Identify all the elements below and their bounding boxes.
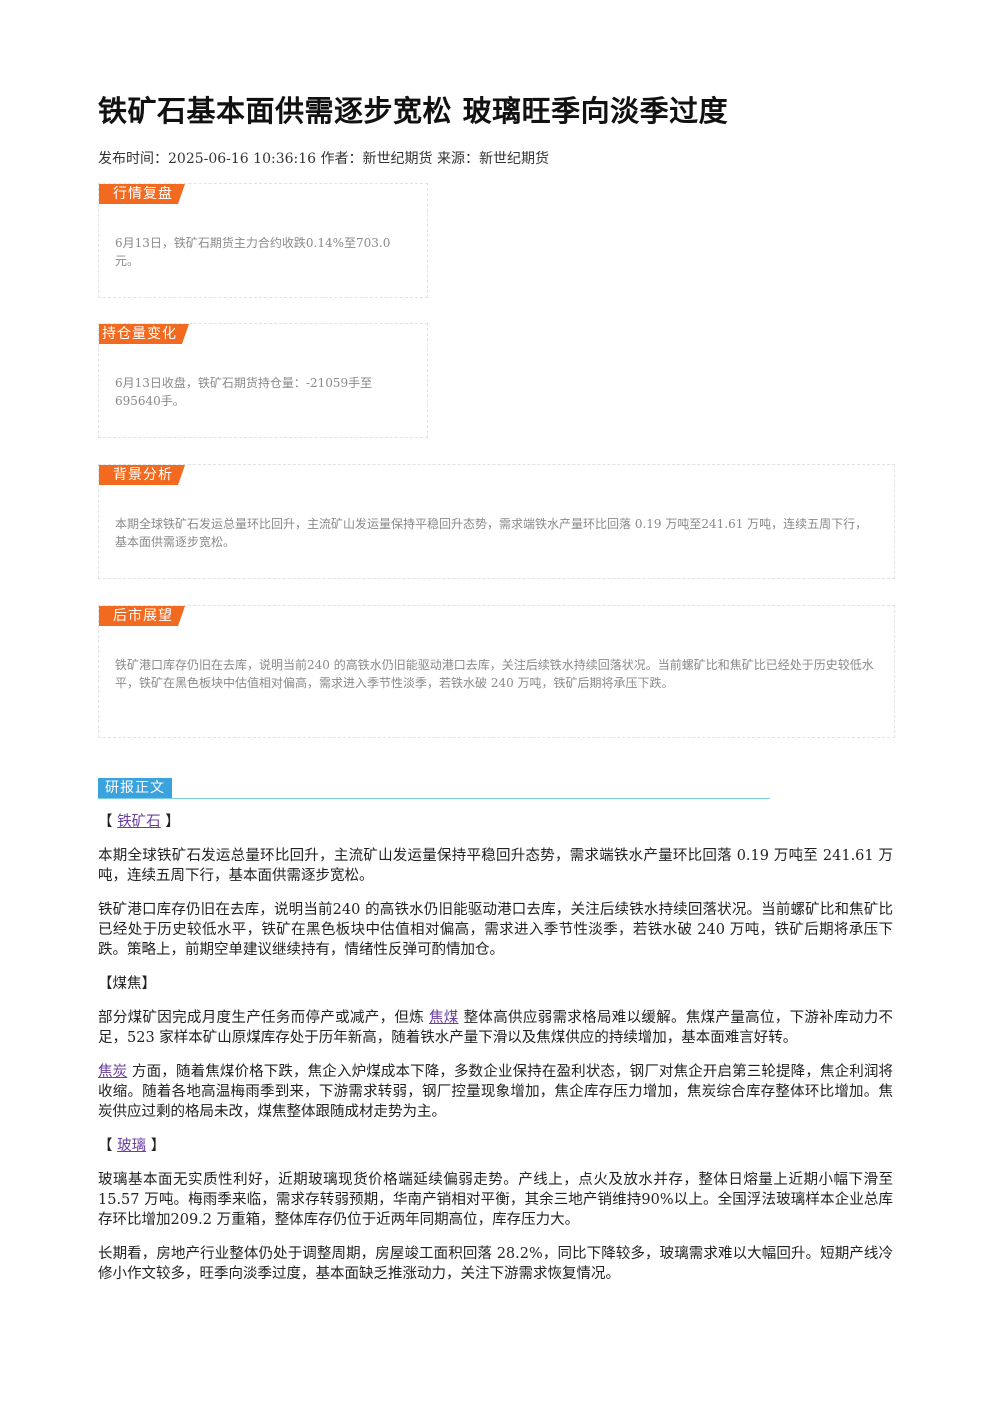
summary-box-open-interest: 持仓量变化 6月13日收盘，铁矿石期货持仓量：-21059手至695640手。 (98, 323, 428, 438)
glass-paragraph-2: 长期看，房地产行业整体仍处于调整周期，房屋竣工面积回落 28.2%，同比下降较多… (98, 1246, 893, 1282)
report-section-label: 研报正文 (98, 778, 172, 798)
bracket-close: 】 (165, 814, 180, 830)
glass-link[interactable]: 玻璃 (117, 1138, 147, 1154)
coking-coal-heading: 【煤焦】 (98, 976, 156, 992)
bracket-close: 】 (150, 1138, 166, 1154)
summary-box-background: 背景分析 本期全球铁矿石发运总量环比回升，主流矿山发运量保持平稳回升态势，需求端… (98, 464, 895, 579)
summary-tag: 持仓量变化 (99, 324, 189, 344)
coking-coal-link[interactable]: 焦煤 (428, 1010, 459, 1026)
bracket-open: 【 (98, 1138, 113, 1154)
article-meta: 发布时间：2025-06-16 10:36:16 作者：新世纪期货 来源：新世纪… (98, 151, 549, 167)
coke-text-post: 方面，随着焦煤价格下跌，焦企入炉煤成本下降，多数企业保持在盈利状态，钢厂对焦企开… (98, 1064, 894, 1120)
coke-paragraph-2: 焦炭 方面，随着焦煤价格下跌，焦企入炉煤成本下降，多数企业保持在盈利状态，钢厂对… (98, 1062, 893, 1122)
article-title: 铁矿石基本面供需逐步宽松 玻璃旺季向淡季过度 (98, 94, 729, 128)
summary-tag: 后市展望 (99, 606, 185, 626)
summary-box-market-review: 行情复盘 6月13日，铁矿石期货主力合约收跌0.14%至703.0元。 (98, 183, 428, 298)
iron-ore-paragraph-2: 铁矿港口库存仍旧在去库，说明当前240 的高铁水仍旧能驱动港口去库，关注后续铁水… (98, 902, 893, 958)
glass-paragraph-1: 玻璃基本面无实质性利好，近期玻璃现货价格端延续偏弱走势。产线上，点火及放水并存，… (98, 1172, 893, 1228)
iron-ore-heading: 【 铁矿石 】 (98, 812, 893, 832)
summary-text: 6月13日收盘，铁矿石期货持仓量：-21059手至695640手。 (115, 376, 373, 408)
summary-tag: 背景分析 (99, 465, 185, 485)
summary-text: 铁矿港口库存仍旧在去库，说明当前240 的高铁水仍旧能驱动港口去库，关注后续铁水… (115, 658, 874, 690)
summary-box-outlook: 后市展望 铁矿港口库存仍旧在去库，说明当前240 的高铁水仍旧能驱动港口去库，关… (98, 605, 895, 738)
summary-text: 6月13日，铁矿石期货主力合约收跌0.14%至703.0元。 (115, 236, 391, 268)
report-body: 【 铁矿石 】 本期全球铁矿石发运总量环比回升，主流矿山发运量保持平稳回升态势，… (98, 812, 893, 1298)
coke-link[interactable]: 焦炭 (98, 1064, 128, 1080)
coal-text-pre: 部分煤矿因完成月度生产任务而停产或减产，但炼 (98, 1010, 425, 1026)
report-section-header: 研报正文 (98, 778, 770, 799)
iron-ore-link[interactable]: 铁矿石 (117, 814, 161, 830)
summary-text: 本期全球铁矿石发运总量环比回升，主流矿山发运量保持平稳回升态势，需求端铁水产量环… (115, 517, 868, 549)
coal-text-post: 整体高供应弱需求格局难以缓解。焦煤产量高位，下游补库动力不足，523 家样本矿山… (98, 1010, 894, 1046)
bracket-open: 【 (98, 814, 113, 830)
summary-tag: 行情复盘 (99, 184, 185, 204)
coking-coal-paragraph-1: 部分煤矿因完成月度生产任务而停产或减产，但炼 焦煤 整体高供应弱需求格局难以缓解… (98, 1008, 893, 1048)
glass-heading: 【 玻璃 】 (98, 1136, 893, 1156)
iron-ore-paragraph-1: 本期全球铁矿石发运总量环比回升，主流矿山发运量保持平稳回升态势，需求端铁水产量环… (98, 848, 893, 884)
